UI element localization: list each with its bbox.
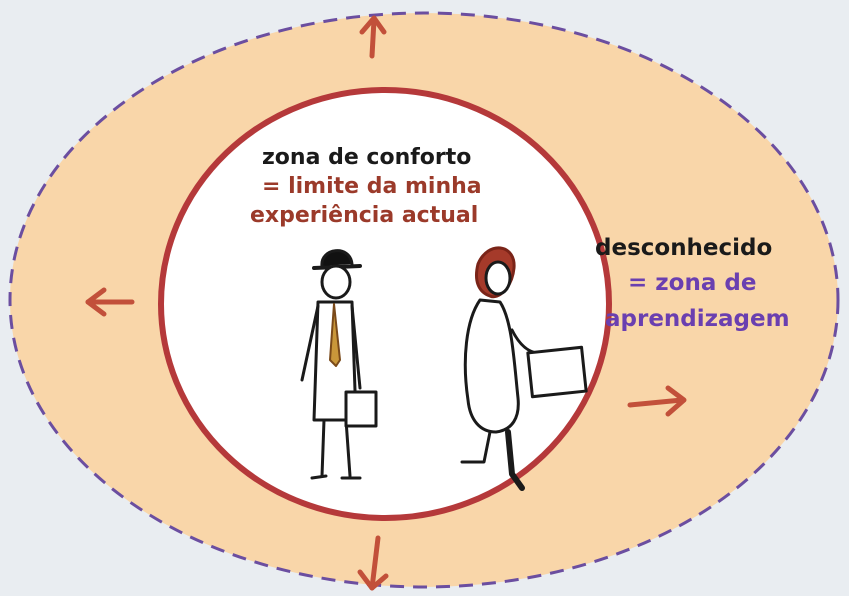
comfort-zone-definition-line2: experiência actual	[250, 203, 479, 228]
arrow-up-icon	[359, 15, 387, 59]
man-figure	[300, 249, 378, 480]
arrow-down-icon	[357, 535, 389, 591]
unknown-zone-definition-line1: = zona de	[628, 270, 757, 296]
comfort-zone-title: zona de conforto	[262, 145, 472, 170]
unknown-zone-definition-line2: aprendizagem	[605, 306, 790, 332]
unknown-zone-title: desconhecido	[595, 235, 773, 261]
arrow-right-icon	[627, 385, 687, 417]
arrow-left-icon	[85, 287, 135, 317]
comfort-zone-definition-line1: = limite da minha	[262, 174, 482, 199]
woman-figure	[460, 246, 588, 491]
